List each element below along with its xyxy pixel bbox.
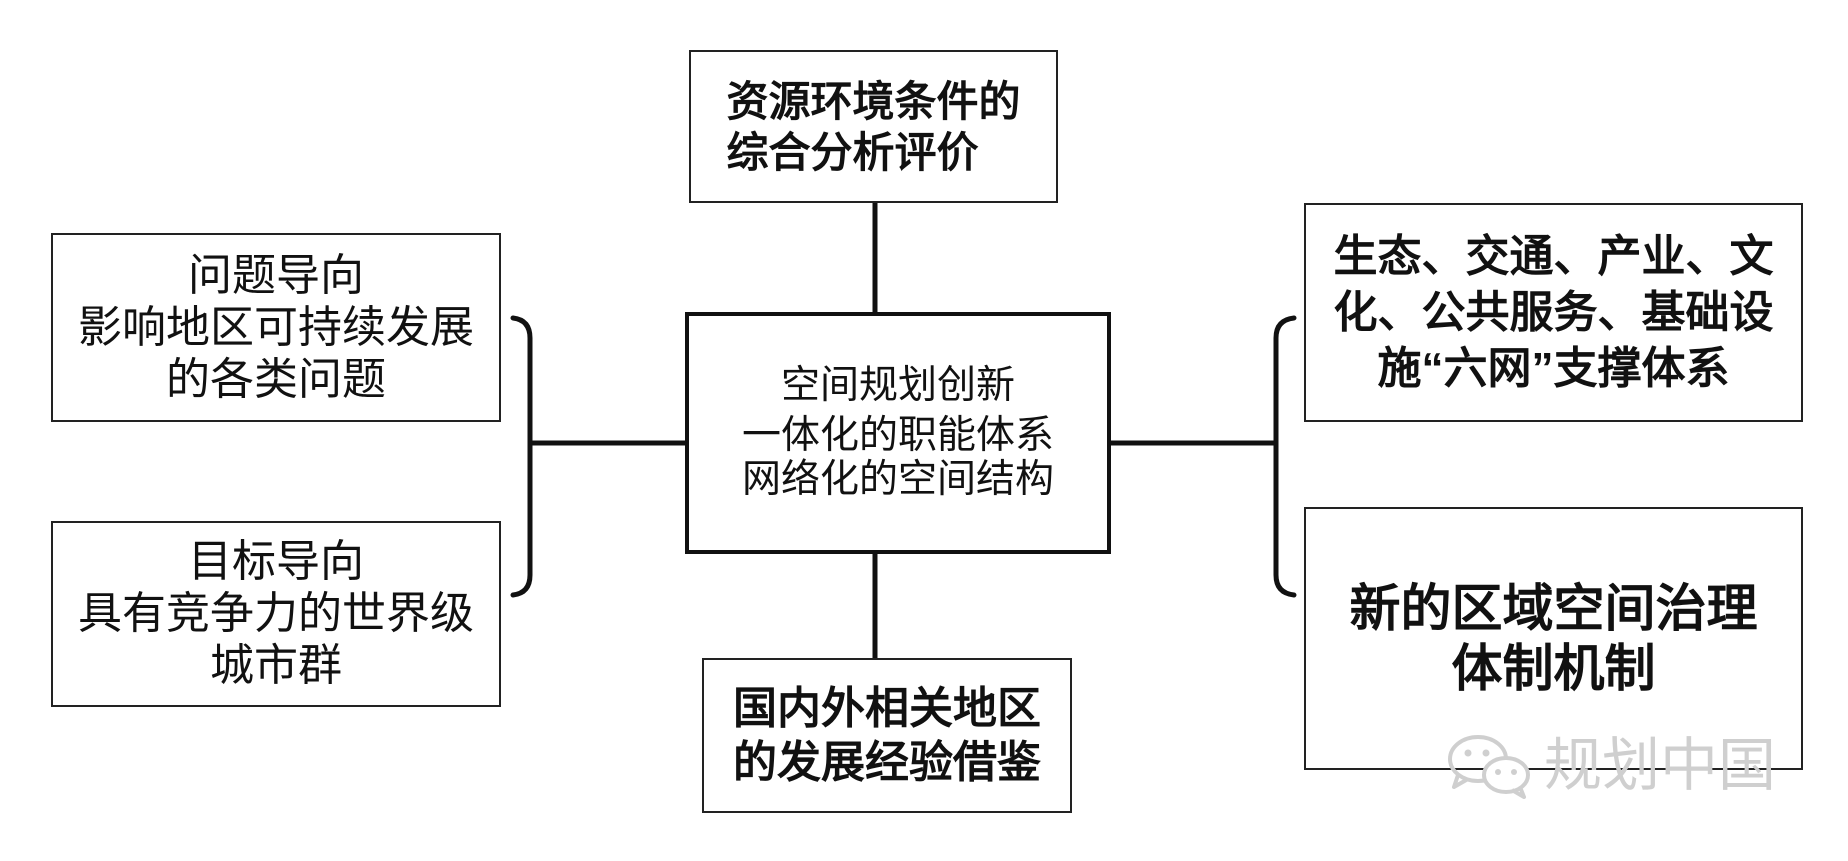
box-line: 的各类问题 xyxy=(166,354,386,404)
box-line: 具有竞争力的世界级 xyxy=(78,589,474,638)
resource-evaluation-box: 资源环境条件的 综合分析评价 xyxy=(689,50,1058,203)
governance-mechanism-text: 新的区域空间治理 体制机制 xyxy=(1349,579,1757,699)
governance-mechanism-box: 新的区域空间治理 体制机制 xyxy=(1304,507,1803,770)
resource-evaluation-text: 资源环境条件的 综合分析评价 xyxy=(726,76,1020,178)
box-line: 资源环境条件的 xyxy=(726,77,1021,125)
right-bracket xyxy=(1273,315,1297,598)
problem-oriented-box: 问题导向 影响地区可持续发展 的各类问题 xyxy=(51,233,501,422)
center-box-title: 空间规划创新 xyxy=(780,364,1015,407)
problem-oriented-text: 问题导向 影响地区可持续发展 的各类问题 xyxy=(78,250,474,406)
goal-oriented-title: 目标导向 xyxy=(188,537,364,586)
box-line: 的发展经验借鉴 xyxy=(733,737,1041,787)
spatial-planning-innovation-box: 空间规划创新 一体化的职能体系 网络化的空间结构 xyxy=(685,312,1111,554)
six-networks-text: 生态、交通、产业、文 化、公共服务、基础设 施“六网”支撑体系 xyxy=(1334,229,1774,397)
box-line: 网络化的空间结构 xyxy=(741,458,1054,501)
six-networks-box: 生态、交通、产业、文 化、公共服务、基础设 施“六网”支撑体系 xyxy=(1304,203,1803,422)
box-line: 新的区域空间治理 xyxy=(1349,579,1758,637)
box-line: 化、公共服务、基础设 xyxy=(1333,287,1774,337)
experience-reference-text: 国内外相关地区 的发展经验借鉴 xyxy=(733,682,1041,790)
box-line: 一体化的职能体系 xyxy=(741,414,1054,457)
box-line: 城市群 xyxy=(210,641,342,690)
box-line: 生态、交通、产业、文 xyxy=(1333,231,1774,281)
experience-reference-box: 国内外相关地区 的发展经验借鉴 xyxy=(702,658,1072,813)
goal-oriented-box: 目标导向 具有竞争力的世界级 城市群 xyxy=(51,521,501,707)
spatial-planning-innovation-text: 空间规划创新 一体化的职能体系 网络化的空间结构 xyxy=(742,364,1054,502)
box-line: 国内外相关地区 xyxy=(733,683,1041,733)
box-line: 体制机制 xyxy=(1451,639,1656,697)
box-line: 施“六网”支撑体系 xyxy=(1377,343,1730,393)
box-line: 综合分析评价 xyxy=(726,128,979,176)
goal-oriented-text: 目标导向 具有竞争力的世界级 城市群 xyxy=(78,536,474,692)
left-bracket xyxy=(510,315,533,598)
box-line: 影响地区可持续发展 xyxy=(78,302,474,352)
problem-oriented-title: 问题导向 xyxy=(188,250,364,300)
